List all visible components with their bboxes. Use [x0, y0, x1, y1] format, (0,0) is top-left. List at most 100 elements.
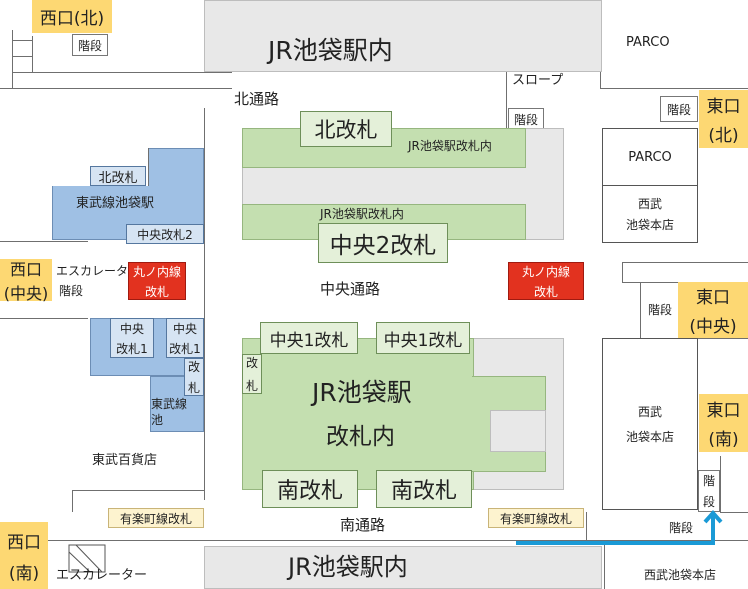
parco-top-label: PARCO — [626, 35, 670, 50]
tobu-central1-a-line1: 中央 — [119, 321, 144, 336]
stairs-label: 階段 — [77, 38, 102, 53]
wall-line — [0, 88, 232, 89]
tobu-central1-gate-b[interactable]: 中央 改札1 — [166, 318, 204, 358]
stairs-east-center[interactable]: 階段 — [642, 296, 678, 322]
wall-line — [72, 490, 204, 491]
escalator-southwest-label: エスカレーター — [56, 568, 148, 583]
tobu-station-label: 東武線池袋駅 — [76, 196, 155, 211]
wall-line — [586, 512, 587, 540]
tobu-central1-a-line2: 改札1 — [116, 341, 148, 356]
tobu-central2-gate[interactable]: 中央改札2 — [126, 224, 204, 244]
tobu-central1-gate-a[interactable]: 中央 改札1 — [110, 318, 154, 358]
south-gate-left[interactable]: 南改札 — [262, 470, 358, 508]
stairs-label: 階段 — [668, 520, 693, 535]
exit-east-center[interactable]: 東口 (中央) — [678, 282, 748, 338]
wall-line — [622, 262, 748, 263]
jr-gate-v1: 改 — [245, 356, 258, 370]
exit-west-center-line2: (中央) — [3, 284, 49, 303]
parco-box-label: PARCO — [628, 149, 672, 165]
wall-line — [12, 56, 32, 57]
yurakucho-right-label: 有楽町線改札 — [499, 511, 572, 526]
tobu-north-gate-label: 北改札 — [98, 170, 138, 186]
south-gate-right[interactable]: 南改札 — [376, 470, 472, 508]
stairs-west-north[interactable]: 階段 — [72, 34, 108, 56]
tobu-north-gate[interactable]: 北改札 — [90, 166, 146, 186]
stairs-label: 階段 — [647, 302, 672, 317]
central2-gate[interactable]: 中央2改札 — [318, 223, 448, 263]
stairs-slope[interactable]: 階段 — [508, 108, 544, 130]
tobu-gate-v1: 改 — [187, 360, 200, 374]
jr-station-main — [242, 338, 474, 490]
marunouchi-gate-right[interactable]: 丸ノ内線 改札 — [508, 262, 584, 300]
wall-line — [0, 318, 88, 319]
exit-west-south[interactable]: 西口 (南) — [0, 522, 48, 589]
south-gate-right-label: 南改札 — [390, 479, 457, 504]
central1-gate-left[interactable]: 中央1改札 — [260, 322, 358, 354]
exit-west-north[interactable]: 西口(北) — [32, 0, 112, 33]
parco-building: PARCO — [602, 128, 698, 186]
seibu-building-1: 西武 池袋本店 — [602, 185, 698, 243]
wall-line — [204, 108, 205, 500]
wall-line — [12, 30, 13, 88]
wall-line — [32, 36, 33, 72]
exit-east-south-line2: (南) — [708, 430, 739, 450]
south-street-label: 南通路 — [340, 516, 386, 534]
wall-line — [720, 456, 721, 512]
central1-gate-left-label: 中央1改札 — [269, 330, 349, 351]
yurakucho-left-label: 有楽町線改札 — [119, 511, 192, 526]
stairs-v2: 段 — [702, 495, 715, 509]
jr-station-label-line2: 改札内 — [326, 424, 395, 450]
wall-line — [72, 490, 73, 512]
wall-line — [0, 241, 88, 242]
yurakucho-gate-right[interactable]: 有楽町線改札 — [488, 508, 584, 528]
slope-label: スロープ — [512, 73, 564, 88]
exit-east-north[interactable]: 東口 (北) — [699, 90, 748, 148]
jr-inside-bottom-label: JR池袋駅内 — [288, 553, 408, 581]
south-gate-left-label: 南改札 — [276, 479, 343, 504]
seibu-1-line1: 西武 — [637, 197, 662, 211]
escalator-west-label: エスカレータ — [56, 264, 129, 278]
north-gate-label: 北改札 — [314, 118, 378, 142]
jr-gate-v2: 札 — [245, 379, 258, 393]
central-street-label: 中央通路 — [320, 280, 381, 298]
north-street-label: 北通路 — [234, 90, 280, 108]
yurakucho-gate-left[interactable]: 有楽町線改札 — [108, 508, 204, 528]
tobu-gate-vertical[interactable]: 改 札 — [184, 358, 204, 396]
central1-gate-right-label: 中央1改札 — [383, 330, 463, 351]
tobu-dept-label: 東武百貨店 — [92, 453, 158, 468]
north-gate[interactable]: 北改札 — [300, 111, 392, 147]
seibu-2-line2: 池袋本店 — [625, 430, 674, 444]
marunouchi-right-line2: 改札 — [533, 284, 558, 299]
stairs-east-north[interactable]: 階段 — [660, 96, 698, 122]
jr-station-label-line1: JR池袋駅 — [312, 378, 412, 407]
stairs-east-south-vertical[interactable]: 階 段 — [698, 470, 720, 512]
marunouchi-gate-left[interactable]: 丸ノ内線 改札 — [128, 262, 186, 300]
wall-line — [12, 40, 32, 41]
stairs-v1: 階 — [702, 474, 715, 488]
jr-inside-top-area — [204, 0, 602, 72]
exit-east-south[interactable]: 東口 (南) — [699, 394, 748, 452]
route-arrow-icon — [516, 509, 723, 545]
marunouchi-right-line1: 丸ノ内線 — [521, 264, 570, 279]
stairs-west-center[interactable]: 階段 — [54, 280, 88, 300]
wall-line — [640, 282, 641, 338]
exit-east-center-line2: (中央) — [689, 317, 737, 337]
jr-inside-top-label: JR池袋駅内 — [268, 36, 393, 65]
wall-line — [32, 72, 232, 73]
seibu-building-2: 西武 池袋本店 — [602, 338, 698, 510]
stairs-label: 階段 — [666, 102, 691, 117]
jr-gate-vertical[interactable]: 改 札 — [242, 354, 262, 394]
marunouchi-left-line1: 丸ノ内線 — [132, 264, 181, 279]
stairs-label: 階段 — [513, 112, 538, 127]
central1-gate-right[interactable]: 中央1改札 — [376, 322, 470, 354]
exit-west-south-line1: 西口 — [7, 532, 41, 553]
wall-line — [12, 72, 32, 73]
exit-east-north-line2: (北) — [708, 126, 739, 146]
tobu-line-line2: 池 — [151, 413, 164, 427]
tobu-gate-v2: 札 — [187, 381, 200, 395]
marunouchi-left-line2: 改札 — [144, 284, 169, 299]
exit-east-north-line1: 東口 — [706, 97, 741, 117]
jr-gate-inside-label-1: JR池袋駅改札内 — [408, 139, 492, 153]
exit-west-center[interactable]: 西口 (中央) — [0, 259, 52, 303]
stairs-east-south[interactable]: 階段 — [662, 516, 700, 538]
